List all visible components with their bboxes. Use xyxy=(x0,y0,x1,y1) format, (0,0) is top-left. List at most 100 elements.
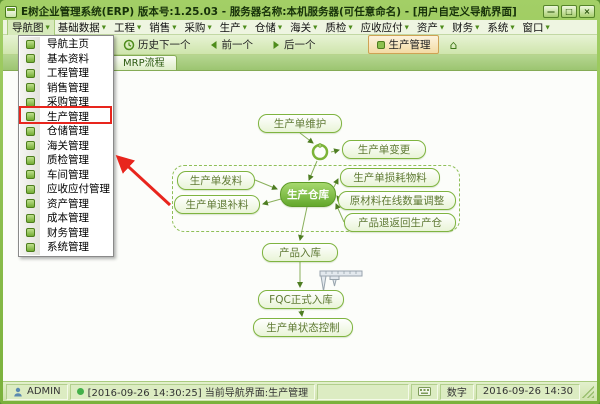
tab-mrp-flow[interactable]: MRP流程 xyxy=(111,55,177,70)
flow-node-production-order-maintain[interactable]: 生产单维护 xyxy=(258,114,342,133)
menubar: 导航图 基础数据 工程 销售 采购 生产 仓储 海关 质检 应收应付 资产 财务… xyxy=(3,18,597,36)
arrow-right-icon xyxy=(273,40,279,49)
flow-node-fqc-in[interactable]: FQC正式入库 xyxy=(258,290,344,309)
flow-node-product-in[interactable]: 产品入库 xyxy=(262,243,338,262)
module-icon xyxy=(26,54,35,63)
nav-menu-label: 成本管理 xyxy=(47,212,89,224)
module-icon xyxy=(26,112,35,121)
nav-menu-label: 系统管理 xyxy=(47,241,89,253)
flow-node-production-warehouse[interactable]: 生产仓库 xyxy=(280,182,336,207)
module-icon xyxy=(26,242,35,252)
module-icon xyxy=(26,68,35,78)
menu-item-finance[interactable]: 财务 xyxy=(448,20,483,35)
menu-item-label: 导航图 xyxy=(12,21,44,34)
module-icon xyxy=(26,39,35,49)
status-dot-icon xyxy=(76,388,84,395)
menu-item-base-data[interactable]: 基础数据 xyxy=(54,20,110,35)
menu-item-engineering[interactable]: 工程 xyxy=(110,20,145,35)
statusbar-datetime-panel: 2016-09-26 14:30 xyxy=(475,383,580,400)
nav-menu-item-finance[interactable]: 财务管理 xyxy=(20,226,112,241)
statusbar-message-panel: [2016-09-26 14:30:25] 当前导航界面:生产管理 xyxy=(69,383,316,400)
menu-item-nav-map[interactable]: 导航图 xyxy=(7,18,55,36)
menu-item-warehouse[interactable]: 仓储 xyxy=(251,20,286,35)
nav-menu-item-workshop[interactable]: 车间管理 xyxy=(20,168,112,183)
history-next-label: 历史下一个 xyxy=(138,39,191,51)
menu-item-ap-ar[interactable]: 应收应付 xyxy=(357,20,413,35)
close-button[interactable]: × xyxy=(579,5,595,18)
module-icon xyxy=(26,199,35,208)
flow-node-online-qty-adjust[interactable]: 原材料在线数量调整 xyxy=(338,191,456,210)
flow-node-product-return[interactable]: 产品退返回生产仓 xyxy=(344,213,456,232)
module-icon xyxy=(26,141,35,150)
menu-item-window[interactable]: 窗口 xyxy=(519,20,554,35)
menu-item-label: 海关 xyxy=(290,21,312,34)
menu-item-production[interactable]: 生产 xyxy=(216,20,251,35)
maximize-button[interactable]: □ xyxy=(561,5,577,18)
nav-menu-item-home[interactable]: 导航主页 xyxy=(20,37,112,52)
nav-menu-item-sales[interactable]: 销售管理 xyxy=(20,81,112,96)
nav-menu-item-purchasing[interactable]: 采购管理 xyxy=(20,95,112,110)
menu-item-sales[interactable]: 销售 xyxy=(145,20,180,35)
ime-mode-label: 数字 xyxy=(446,388,467,399)
nav-menu-item-system[interactable]: 系统管理 xyxy=(20,240,112,255)
flow-node-return-supplement[interactable]: 生产单退补料 xyxy=(174,195,260,214)
menu-item-label: 仓储 xyxy=(254,21,276,34)
minimize-button[interactable]: — xyxy=(543,5,559,18)
statusbar-ime-panel[interactable]: 数字 xyxy=(439,383,474,400)
flow-node-material-issue[interactable]: 生产单发料 xyxy=(177,171,255,190)
statusbar: ADMIN [2016-09-26 14:30:25] 当前导航界面:生产管理 … xyxy=(3,381,597,401)
menu-item-label: 采购 xyxy=(184,21,206,34)
nav-menu-item-production[interactable]: 生产管理 xyxy=(20,110,112,125)
menu-item-purchasing[interactable]: 采购 xyxy=(180,20,215,35)
previous-button[interactable]: 前一个 xyxy=(201,35,262,54)
menu-item-label: 基础数据 xyxy=(57,21,100,34)
keyboard-icon xyxy=(417,387,431,396)
nav-menu-item-cost[interactable]: 成本管理 xyxy=(20,211,112,226)
nav-menu-label: 仓储管理 xyxy=(47,125,89,137)
menu-item-quality[interactable]: 质检 xyxy=(321,20,356,35)
menu-item-customs[interactable]: 海关 xyxy=(286,20,321,35)
next-label: 后一个 xyxy=(284,39,316,51)
nav-menu-label: 工程管理 xyxy=(47,67,89,79)
menu-item-label: 财务 xyxy=(452,21,474,34)
nav-menu-label: 车间管理 xyxy=(47,168,89,181)
nav-menu-item-assets[interactable]: 资产管理 xyxy=(20,197,112,212)
nav-menu-item-storage[interactable]: 仓储管理 xyxy=(20,124,112,139)
nav-menu-label: 资产管理 xyxy=(47,197,89,210)
nav-home-button[interactable]: ⌂ xyxy=(445,36,463,54)
nav-menu-label: 海关管理 xyxy=(47,139,89,152)
resize-grip[interactable] xyxy=(582,385,594,398)
menu-item-assets[interactable]: 资产 xyxy=(413,20,448,35)
nav-menu-item-customs[interactable]: 海关管理 xyxy=(20,139,112,154)
nav-menu-label: 生产管理 xyxy=(47,110,89,123)
toolbar: 历史下一个 前一个 后一个 生产管理 ⌂ xyxy=(3,35,597,55)
previous-label: 前一个 xyxy=(221,39,254,51)
history-clock-icon xyxy=(123,39,135,50)
nav-menu-label: 销售管理 xyxy=(47,81,89,94)
nav-menu-label: 应收应付管理 xyxy=(47,183,110,195)
module-icon xyxy=(26,228,35,237)
nav-menu-label: 基本资料 xyxy=(47,52,89,65)
nav-menu-item-basic-data[interactable]: 基本资料 xyxy=(20,52,112,67)
nav-menu-item-ap-ar[interactable]: 应收应付管理 xyxy=(20,182,112,197)
module-icon xyxy=(26,184,35,194)
nav-dropdown-menu: 导航主页 基本资料 工程管理 销售管理 采购管理 生产管理 仓储管理 海关管理 … xyxy=(18,35,114,257)
statusbar-datetime: 2016-09-26 14:30 xyxy=(482,386,573,397)
loop-icon xyxy=(311,143,329,161)
window-controls: — □ × xyxy=(543,5,595,18)
nav-menu-label: 财务管理 xyxy=(47,226,89,239)
statusbar-message: [2016-09-26 14:30:25] 当前导航界面:生产管理 xyxy=(87,388,309,399)
next-button[interactable]: 后一个 xyxy=(263,35,324,54)
flow-node-production-order-change[interactable]: 生产单变更 xyxy=(342,140,426,159)
current-nav-button[interactable]: 生产管理 xyxy=(367,35,439,54)
nav-menu-item-engineering[interactable]: 工程管理 xyxy=(20,66,112,81)
nav-menu-label: 质检管理 xyxy=(47,154,89,166)
history-next-button[interactable]: 历史下一个 xyxy=(115,35,199,54)
flow-node-material-loss[interactable]: 生产单损耗物料 xyxy=(340,168,440,187)
module-icon xyxy=(26,213,35,223)
flow-node-status-control[interactable]: 生产单状态控制 xyxy=(253,318,353,337)
nav-menu-item-quality[interactable]: 质检管理 xyxy=(20,153,112,168)
menu-item-system[interactable]: 系统 xyxy=(483,20,518,35)
caliper-icon xyxy=(319,270,363,292)
module-icon xyxy=(26,97,35,107)
